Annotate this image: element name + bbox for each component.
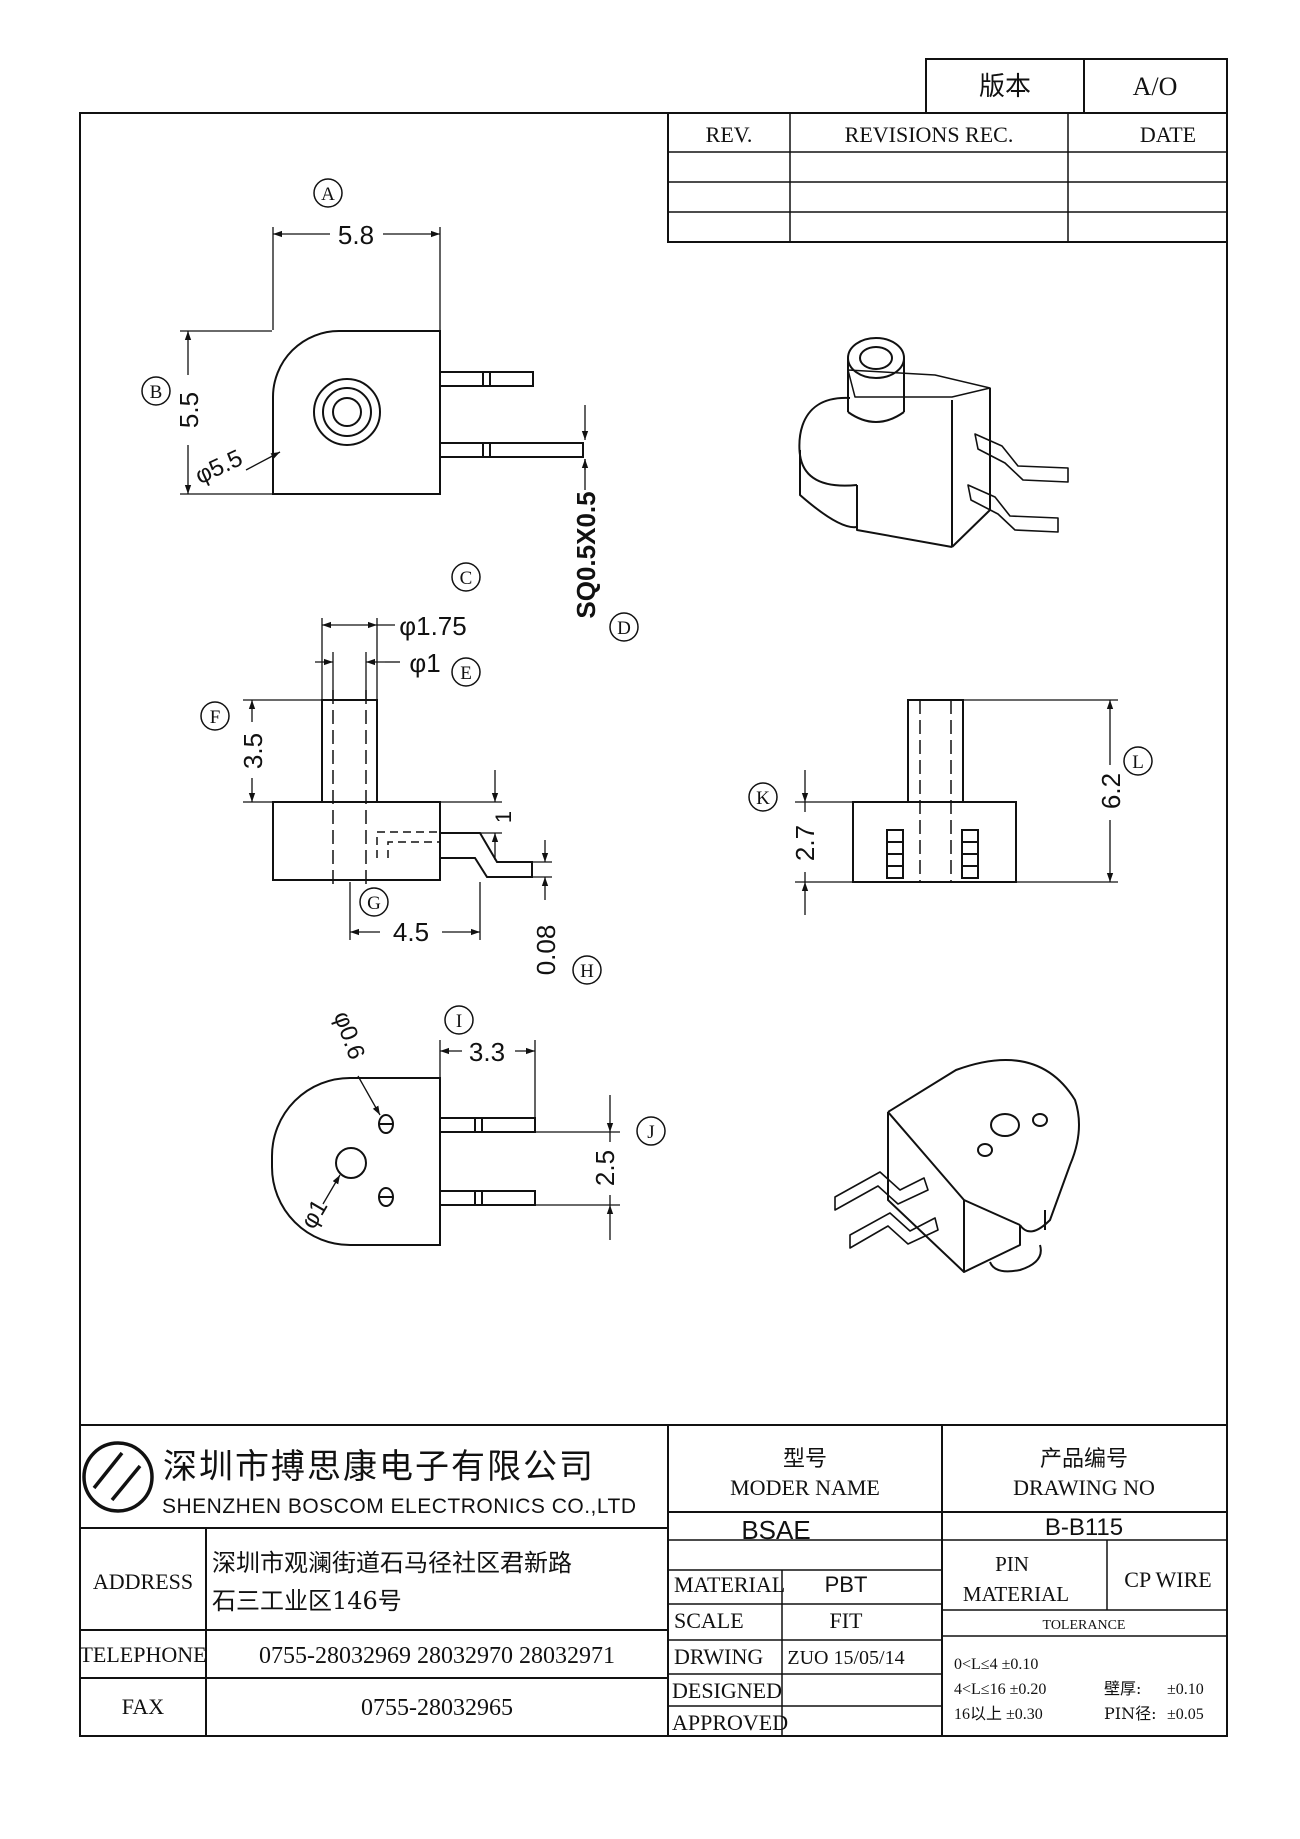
dim-d: SQ0.5X0.5	[571, 491, 601, 618]
model-value: BSAE	[741, 1515, 810, 1545]
pin-material-value: CP WIRE	[1124, 1567, 1211, 1592]
drawing-label: DRWING	[674, 1644, 763, 1669]
approved-label: APPROVED	[672, 1710, 788, 1735]
dim-b-diameter: φ5.5	[191, 445, 247, 490]
wall-thickness-value: ±0.10	[1167, 1681, 1204, 1698]
dim-c: φ1.75	[399, 611, 466, 641]
drawing-no-value: B-B115	[1045, 1514, 1123, 1541]
title-block	[80, 1424, 1227, 1736]
dim-g: 4.5	[393, 917, 429, 947]
callout-b: B	[150, 382, 163, 403]
scale-label: SCALE	[674, 1608, 744, 1633]
pin-diameter-label: PIN径:	[1104, 1704, 1156, 1723]
tolerance-range-2: 4<L≤16 ±0.20	[954, 1681, 1046, 1698]
tolerance-range-1: 0<L≤4 ±0.10	[954, 1656, 1038, 1673]
revisions-table: REV. REVISIONS REC. DATE	[667, 112, 1228, 243]
version-value: A/O	[1133, 72, 1178, 101]
top-view-dims	[180, 227, 589, 495]
bottom-view	[271, 1077, 536, 1246]
version-box: 版本 A/O	[925, 58, 1228, 114]
dim-i-hole: φ0.6	[328, 1008, 370, 1063]
fax-value: 0755-28032965	[361, 1695, 513, 1721]
sheet-border	[79, 112, 1228, 1737]
dim-j: 2.5	[590, 1150, 620, 1186]
side-view-left-dims	[243, 618, 552, 940]
dim-k: 2.7	[790, 825, 820, 861]
rev-header: REV.	[706, 122, 753, 147]
callout-h: H	[580, 961, 594, 982]
revisions-rec-header: REVISIONS REC.	[845, 122, 1014, 147]
material-value: PBT	[825, 1572, 868, 1597]
dim-b: 5.5	[174, 392, 204, 428]
callout-c: C	[460, 568, 473, 589]
telephone-value: 0755-28032969 28032970 28032971	[259, 1643, 615, 1669]
company-name-cn: 深圳市搏思康电子有限公司	[163, 1447, 595, 1487]
callout-j: J	[647, 1122, 654, 1143]
callout-f: F	[210, 707, 221, 728]
dim-a: 5.8	[338, 220, 374, 250]
side-view-left	[272, 690, 533, 890]
top-view	[272, 330, 584, 495]
callout-e: E	[460, 663, 472, 684]
front-view-dims	[795, 699, 1118, 915]
isometric-view-top	[798, 337, 1069, 548]
tolerance-label: TOLERANCE	[1043, 1618, 1126, 1633]
pin-material-label-1: PIN	[995, 1552, 1029, 1576]
scale-value: FIT	[830, 1608, 864, 1633]
dim-f: 3.5	[238, 733, 268, 769]
material-label: MATERIAL	[674, 1572, 785, 1597]
callout-i: I	[456, 1011, 462, 1032]
version-label: 版本	[979, 72, 1031, 102]
company-name-en: SHENZHEN BOSCOM ELECTRONICS CO.,LTD	[162, 1495, 637, 1518]
callout-markers	[141, 178, 1153, 1146]
designed-label: DESIGNED	[672, 1678, 782, 1703]
model-label-en: MODER NAME	[730, 1475, 880, 1500]
drawing-value: ZUO 15/05/14	[787, 1647, 904, 1669]
callout-l: L	[1132, 752, 1144, 773]
dim-e: φ1	[409, 648, 440, 678]
address-line-1: 深圳市观澜街道石马径社区君新路	[212, 1549, 572, 1577]
telephone-label: TELEPHONE	[79, 1642, 206, 1667]
drawing-no-label-en: DRAWING NO	[1013, 1475, 1155, 1500]
address-label: ADDRESS	[93, 1569, 193, 1594]
callout-k: K	[756, 788, 770, 809]
dim-l: 6.2	[1096, 773, 1126, 809]
pin-diameter-value: ±0.05	[1167, 1706, 1204, 1723]
callout-letters: A B C D E F G H I J K L	[150, 184, 1144, 1143]
callout-d: D	[617, 618, 631, 639]
tolerance-range-3: 16以上 ±0.30	[954, 1705, 1043, 1723]
bottom-view-dims	[322, 1040, 620, 1240]
wall-thickness-label: 壁厚:	[1104, 1679, 1141, 1698]
fax-label: FAX	[122, 1694, 164, 1719]
address-line-2: 石三工业区146号	[212, 1587, 402, 1615]
dim-h: 0.08	[531, 925, 561, 976]
dim-i: 3.3	[469, 1037, 505, 1067]
date-header: DATE	[1140, 122, 1196, 147]
front-view	[852, 699, 1017, 883]
company-logo	[82, 1441, 154, 1513]
callout-a: A	[321, 184, 335, 205]
drawing-no-label-cn: 产品编号	[1040, 1447, 1128, 1472]
callout-g: G	[367, 893, 381, 914]
isometric-view-bottom	[834, 1059, 1080, 1273]
pin-material-label-2: MATERIAL	[963, 1582, 1069, 1606]
model-label-cn: 型号	[783, 1447, 827, 1472]
dim-gap: 1	[491, 811, 516, 823]
